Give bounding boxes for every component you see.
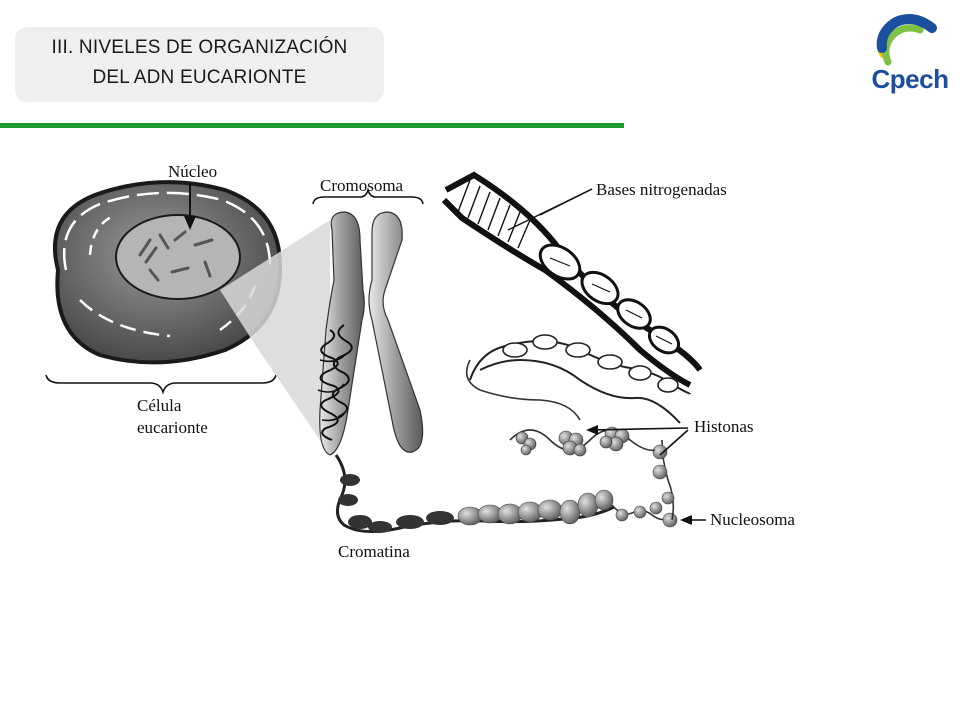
cpech-c-logo-icon <box>876 14 937 66</box>
dna-small-helix <box>469 334 691 424</box>
green-divider <box>0 123 624 128</box>
zoom-funnel <box>220 220 330 455</box>
chromosome <box>312 187 424 456</box>
nucleus <box>115 214 241 300</box>
slide-title-line-2: DEL ADN EUCARIONTE <box>92 67 307 88</box>
slide-title-line-1: III. NIVELES DE ORGANIZACIÓN <box>51 37 348 58</box>
label-histonas: Histonas <box>694 417 754 436</box>
chromatin-fiber <box>334 439 678 533</box>
logo-text: Cpech <box>871 64 949 94</box>
slide-title-box: III. NIVELES DE ORGANIZACIÓN DEL ADN EUC… <box>15 27 384 102</box>
cpech-logo: Cpech <box>862 12 958 98</box>
label-eucarionte: eucarionte <box>137 418 208 437</box>
histonas-arrow <box>591 427 689 431</box>
label-cromosoma: Cromosoma <box>320 176 404 195</box>
dna-double-helix <box>441 171 703 388</box>
label-nucleo: Núcleo <box>168 162 217 181</box>
label-cromatina: Cromatina <box>338 542 410 561</box>
label-bases-nitrogenadas: Bases nitrogenadas <box>596 180 727 199</box>
label-nucleosoma: Nucleosoma <box>710 510 795 529</box>
label-celula: Célula <box>137 396 182 415</box>
histone-cluster <box>465 359 656 457</box>
